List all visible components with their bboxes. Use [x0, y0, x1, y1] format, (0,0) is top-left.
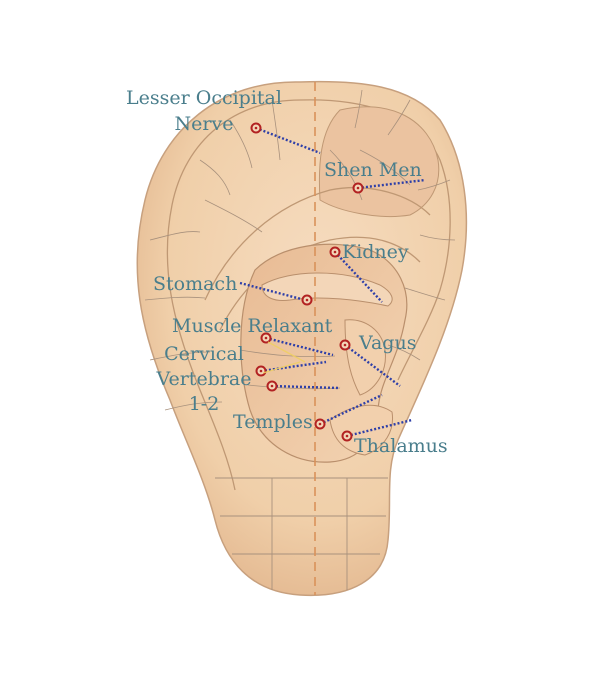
label-muscle-relaxant: Muscle Relaxant [172, 315, 333, 337]
label-lesser-occipital-line2: Nerve [174, 113, 234, 135]
label-shen-men: Shen Men [324, 159, 422, 181]
label-kidney: Kidney [342, 241, 409, 263]
label-cervical-line2: Vertebrae [156, 368, 252, 390]
label-cervical-line1: Cervical [164, 343, 244, 365]
lobe-grid [215, 477, 388, 590]
triangular-fossa [318, 106, 440, 218]
label-lesser-occipital-line1: Lesser Occipital [126, 87, 282, 109]
label-thalamus: Thalamus [354, 435, 448, 457]
label-cervical-line3: 1-2 [188, 393, 220, 415]
leader-lines [239, 126, 426, 438]
label-temples: Temples [233, 411, 313, 433]
label-stomach: Stomach [153, 273, 238, 295]
label-vagus: Vagus [359, 332, 417, 354]
